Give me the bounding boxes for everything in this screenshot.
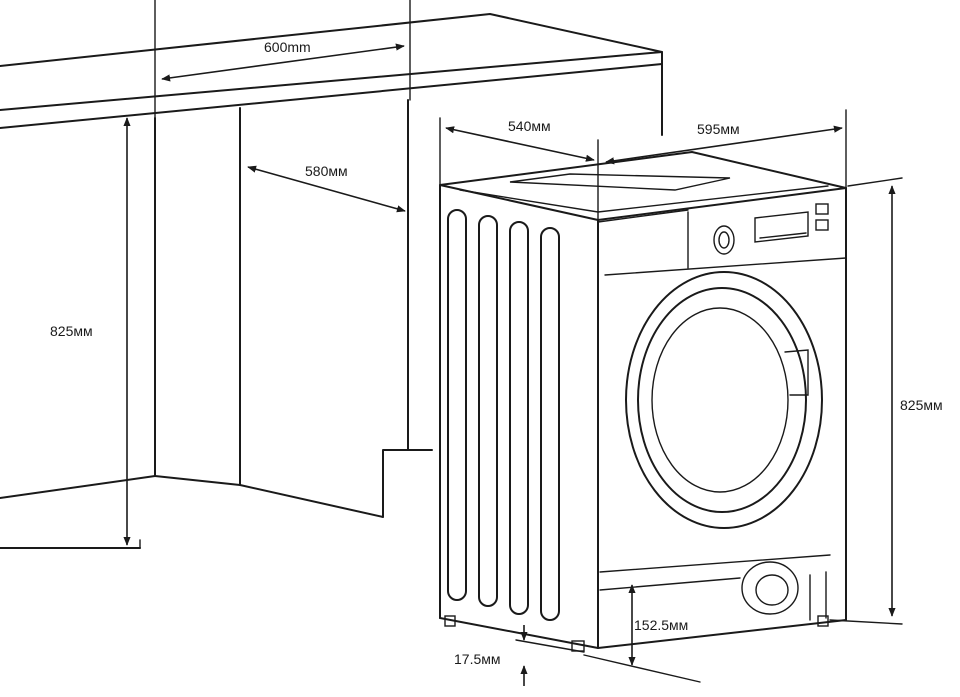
cabinet-niche bbox=[0, 13, 663, 549]
cabinet-height-label: 825мм bbox=[50, 323, 93, 339]
machine-height-label: 825мм bbox=[900, 397, 943, 413]
washing-machine bbox=[439, 151, 847, 652]
cabinet-depth-label: 580мм bbox=[305, 163, 348, 179]
dimension-lines bbox=[123, 0, 903, 686]
side-ribs bbox=[447, 209, 560, 621]
feet-clearance-label: 17.5мм bbox=[454, 651, 501, 667]
machine-depth-label: 540мм bbox=[508, 118, 551, 134]
base-height-label: 152.5мм bbox=[634, 617, 688, 633]
machine-width-label: 595мм bbox=[697, 121, 740, 137]
cabinet-width-label: 600mm bbox=[264, 39, 311, 55]
